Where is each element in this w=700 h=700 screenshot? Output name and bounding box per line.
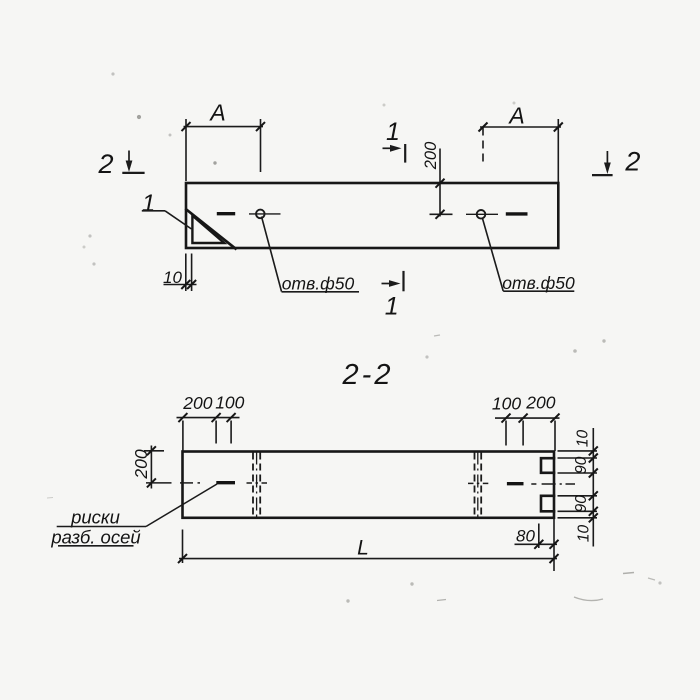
dim-notch-depth: 80 [514,517,560,571]
dim-length-label: L [357,537,369,560]
dim-right-90-bottom-label: 90 [573,495,590,513]
dim-200-plan: 200 [422,141,453,220]
dim-top-left: 200 100 [176,393,245,451]
left-hole [255,208,266,220]
dim-10-plan: 10 [163,253,197,291]
upper-notch [539,456,556,475]
detail-callout-label: 1 [142,190,155,217]
section-mark-1-bottom-label: 1 [385,293,399,321]
dim-right-stack: 10 90 90 10 [557,428,599,547]
dim-height-left-label: 200 [131,449,151,479]
plan-view: A A 200 10 1 [97,100,640,321]
section-axis [146,481,575,486]
detail-callout: 1 [141,190,192,230]
section-mark-1-top-label: 1 [386,118,400,146]
section-mark-2-left: 2 [97,149,145,179]
dim-a-left-label: A [208,100,225,126]
section-left-hole-hidden-lines [252,451,262,518]
dim-top-right-200-label: 200 [525,393,555,413]
hole-label-left-text: отв.ф50 [282,274,355,294]
scan-noise [46,72,662,603]
hole-label-right-text: отв.ф50 [502,273,575,293]
plan-plate-outline [184,181,560,250]
hole-label-left: отв.ф50 [260,216,359,294]
section-right-hole-hidden-lines [473,451,483,518]
section-view: 2-2 [50,359,599,571]
section-outline [181,450,556,520]
corner-detail-triangle [191,212,228,245]
dim-top-right: 100 200 [492,393,561,451]
axis-note-line2: разб. осей [50,527,140,548]
dim-a-right-label: A [507,103,524,129]
section-mark-1-top: 1 [382,118,407,163]
dim-10-plan-label: 10 [163,268,182,287]
section-mark-2-right: 2 [592,147,640,177]
dim-top-right-100-label: 100 [492,394,521,414]
dim-a-right: A [477,103,564,182]
axis-note: риски разб. осей [50,483,218,548]
dim-right-90-top-label: 90 [573,456,590,474]
section-mark-2-right-label: 2 [624,147,640,177]
lower-notch [539,494,556,513]
dim-length: L [177,529,560,564]
dim-top-left-200-label: 200 [182,393,212,413]
dim-notch-depth-label: 80 [516,527,535,546]
axis-note-line1: риски [70,507,120,528]
hole-label-right: отв.ф50 [481,218,575,293]
dim-right-10-top-label: 10 [575,430,592,448]
dim-top-left-100-label: 100 [215,393,244,413]
dim-a-left: A [180,100,266,181]
dim-200-plan-label: 200 [422,141,440,170]
section-title: 2-2 [342,359,394,391]
section-mark-2-left-label: 2 [97,149,113,179]
dim-right-10-bottom-label: 10 [576,525,593,543]
section-mark-1-bottom: 1 [381,270,405,321]
right-hole [475,209,487,220]
dim-height-left: 200 [131,445,164,489]
